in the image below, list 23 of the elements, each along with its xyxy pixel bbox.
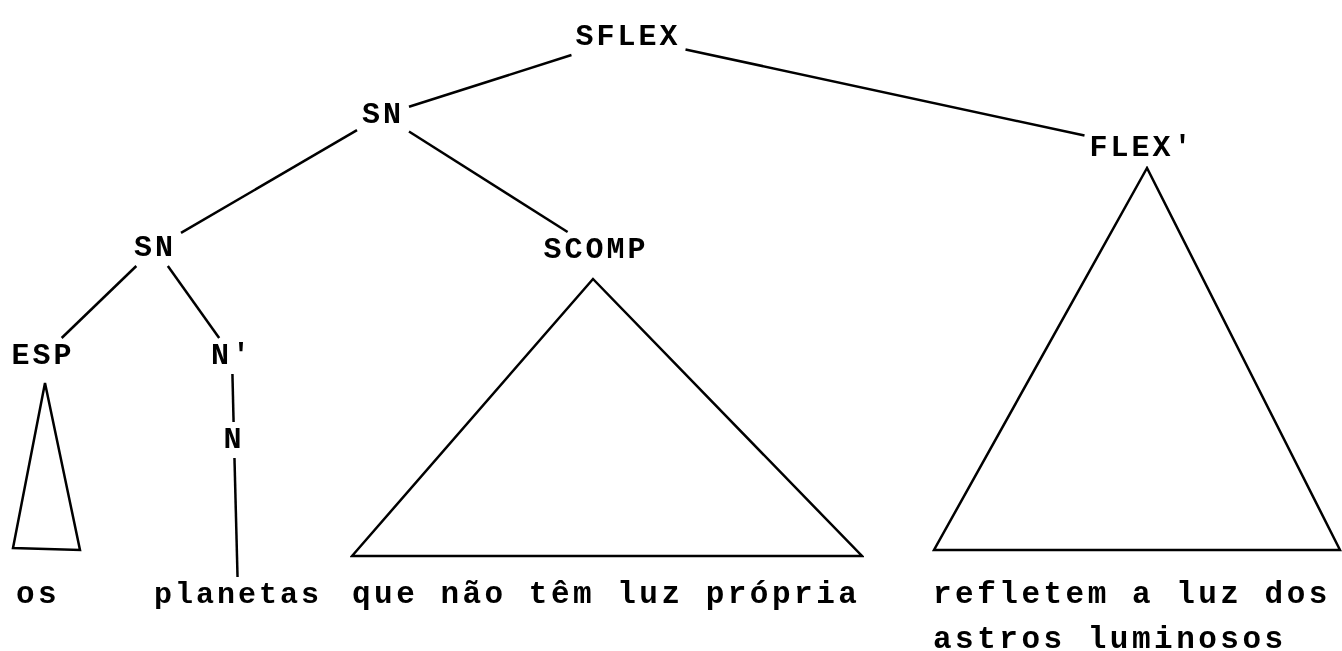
category-label: N' [209, 339, 255, 373]
tree-branch [233, 457, 239, 578]
leaf-phrase: os [16, 576, 62, 614]
triangle-shape [350, 277, 864, 558]
category-label: N [221, 423, 247, 457]
triangle-shape [11, 381, 82, 552]
category-label: FLEX' [1087, 131, 1197, 165]
category-label: SCOMP [541, 233, 651, 267]
tree-branch [166, 265, 221, 339]
category-label: SN [360, 98, 406, 132]
leaf-phrase: que não têm luz própria [352, 576, 862, 614]
category-label: SFLEX [573, 20, 683, 54]
tree-branch [60, 265, 138, 339]
leaf-phrase: refletem a luz dos astros luminosos [933, 576, 1332, 651]
triangle-shape [932, 166, 1342, 552]
tree-branch [231, 373, 235, 423]
tree-branch [408, 130, 569, 234]
tree-branch [408, 53, 572, 108]
tree-branch [685, 48, 1085, 137]
category-label: ESP [9, 339, 77, 373]
category-label: SN [132, 231, 178, 265]
leaf-word: planetas [152, 578, 324, 612]
tree-branch [180, 129, 358, 234]
